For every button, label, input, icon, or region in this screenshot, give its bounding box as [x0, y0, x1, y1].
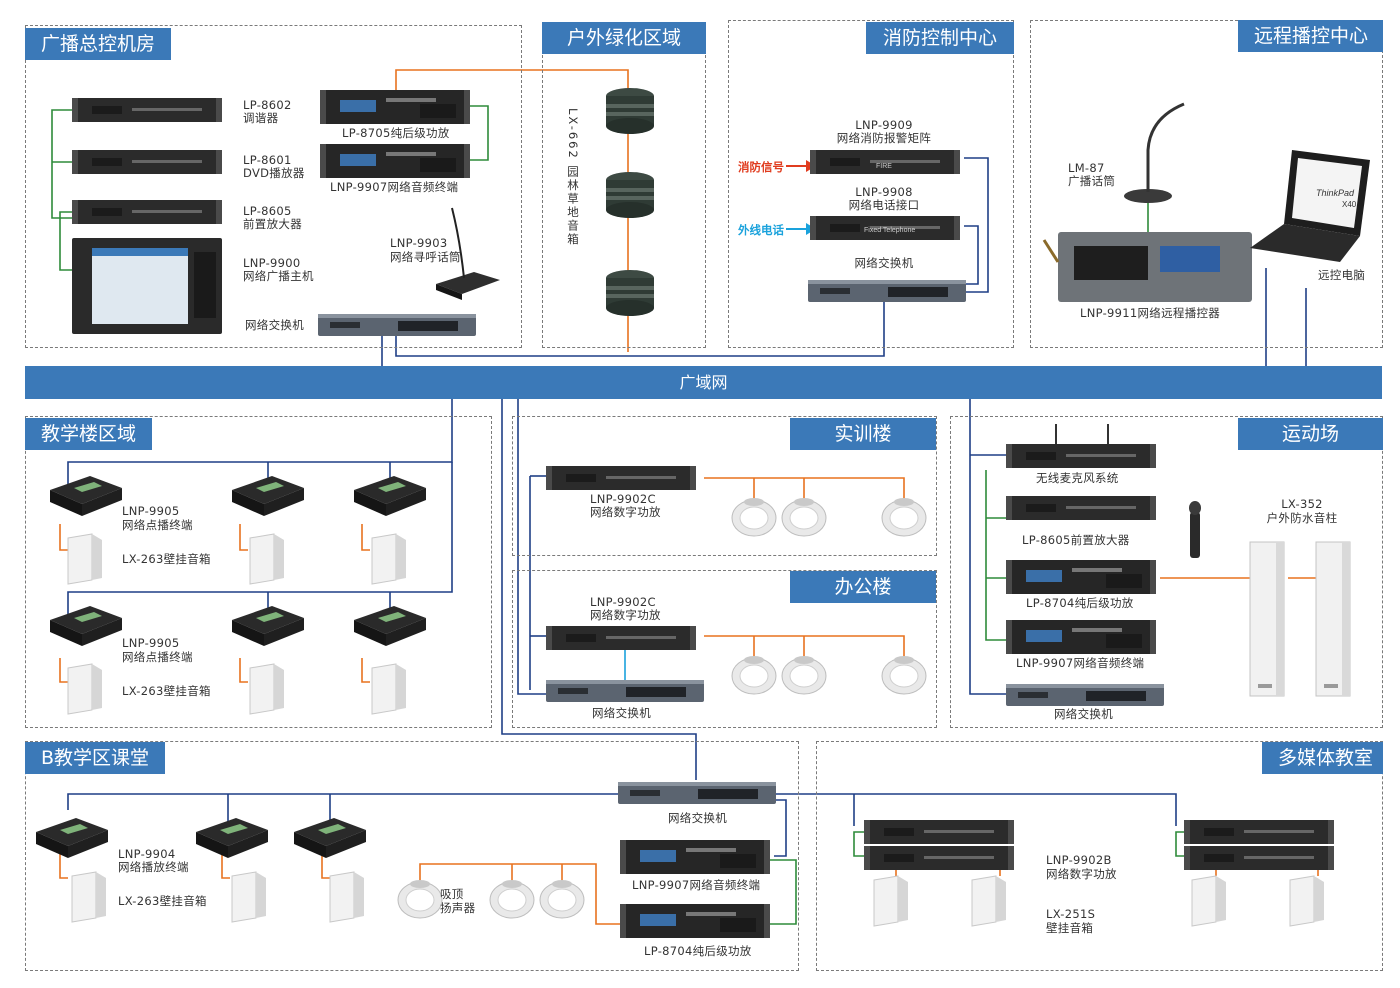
label-lnp9907-classroom-b: LNP-9907网络音频终端 [632, 878, 761, 892]
zone-title-control-room: 广播总控机房 [25, 28, 172, 60]
label-lp8605: LP-8605 [243, 204, 292, 218]
label-switch-classroom-b: 网络交换机 [668, 811, 727, 825]
label-lnp9902c-office-sub: 网络数字功放 [590, 608, 661, 622]
label-switch-sports: 网络交换机 [1054, 707, 1113, 721]
zone-title-teaching: 教学楼区域 [25, 418, 153, 450]
network-links [67, 268, 1307, 857]
zone-title-sports: 运动场 [1238, 418, 1383, 450]
label-lnp9903: LNP-9903 [390, 236, 448, 250]
label-lnp9909: LNP-9909 [855, 118, 913, 132]
label-lnp9902c-training: LNP-9902C [590, 492, 656, 506]
zone-title-fire: 消防控制中心 [866, 22, 1014, 54]
label-lnp9905-b-sub: 网络点播终端 [122, 650, 193, 664]
label-lm87-sub: 广播话筒 [1068, 174, 1116, 188]
zone-classroom-b [25, 741, 799, 971]
label-lp8705: LP-8705纯后级功放 [342, 126, 450, 140]
zone-fire [728, 20, 1014, 348]
label-lnp9905-b: LNP-9905 [122, 636, 180, 650]
label-lp8704-sports: LP-8704纯后级功放 [1026, 596, 1134, 610]
label-fire-signal: 消防信号 [738, 160, 784, 174]
label-lx263-b-classroom: LX-263壁挂音箱 [118, 894, 207, 908]
zone-control-room [25, 25, 522, 348]
zone-title-remote: 远程播控中心 [1238, 20, 1383, 52]
label-lnp9908: LNP-9908 [855, 185, 913, 199]
label-lx662: LX-662 园林草地音箱 [566, 108, 580, 247]
phone-panel-text: Fixed Telephone [864, 227, 915, 234]
label-lnp9903-sub: 网络寻呼话筒 [390, 250, 461, 264]
label-lnp9902b: LNP-9902B [1046, 853, 1112, 867]
label-switch-fire: 网络交换机 [854, 256, 914, 270]
label-lnp9900: LNP-9900 [243, 256, 301, 270]
desk-mic-device-lm87 [1124, 102, 1185, 203]
wireless-mic-device [1006, 424, 1156, 468]
label-lp8601-sub: DVD播放器 [243, 166, 305, 180]
laptop-model-text: X40 [1342, 200, 1357, 209]
label-lnp9905-a: LNP-9905 [122, 504, 180, 518]
zone-title-training: 实训楼 [790, 418, 936, 450]
zone-office [512, 570, 937, 728]
label-wireless-mic: 无线麦克风系统 [1036, 471, 1119, 485]
zone-remote [1030, 20, 1383, 348]
label-switch-office: 网络交换机 [592, 706, 651, 720]
label-remote-pc: 远控电脑 [1318, 268, 1366, 282]
label-lnp9908-sub: 网络电话接口 [848, 198, 920, 212]
zone-teaching [25, 416, 492, 728]
label-ceiling-speaker-sub: 扬声器 [440, 901, 476, 915]
label-lnp9911: LNP-9911网络远程播控器 [1080, 306, 1221, 320]
zone-title-outdoor: 户外绿化区域 [542, 22, 706, 54]
label-lnp9904-sub: 网络播放终端 [118, 860, 189, 874]
label-lnp9902c-training-sub: 网络数字功放 [590, 505, 661, 519]
wan-bar: 广域网 [25, 366, 1382, 399]
zone-sports [950, 416, 1383, 728]
label-lx251s-sub: 壁挂音箱 [1046, 921, 1094, 935]
label-lp8704-classroom-b: LP-8704纯后级功放 [644, 944, 752, 958]
label-lnp9905-a-sub: 网络点播终端 [122, 518, 193, 532]
label-lnp9907: LNP-9907网络音频终端 [330, 180, 459, 194]
label-ceiling-speaker: 吸顶 [440, 887, 464, 901]
label-lx352-sub: 户外防水音柱 [1266, 511, 1338, 525]
label-lp8602-sub: 调谐器 [243, 111, 279, 125]
zone-title-multimedia: 多媒体教室 [1262, 742, 1383, 774]
laptop-brand-text: ThinkPad [1316, 188, 1355, 198]
label-lnp9902b-sub: 网络数字功放 [1046, 867, 1117, 881]
label-external-phone: 外线电话 [738, 223, 784, 237]
label-lnp9907-sports: LNP-9907网络音频终端 [1016, 656, 1145, 670]
label-lnp9900-sub: 网络广播主机 [243, 269, 314, 283]
broadcast-host-device-lnp9900 [72, 238, 222, 334]
fire-links [964, 157, 989, 293]
label-lnp9909-sub: 网络消防报警矩阵 [836, 131, 932, 145]
label-lm87: LM-87 [1068, 161, 1105, 175]
zone-title-office: 办公楼 [790, 571, 936, 603]
label-lp8605-pre: LP-8605前置放大器 [1022, 533, 1130, 547]
zone-multimedia [816, 741, 1383, 971]
remote-laptop [1250, 150, 1370, 262]
handheld-mic [1189, 501, 1201, 558]
label-lx352: LX-352 [1281, 497, 1323, 511]
label-lp8601: LP-8601 [243, 153, 292, 167]
paging-mic-device-lnp9903 [436, 207, 500, 300]
zone-title-classroom-b: B教学区课堂 [25, 742, 166, 774]
label-lnp9904: LNP-9904 [118, 847, 176, 861]
audio-links [59, 69, 1319, 925]
label-switch-control-room: 网络交换机 [245, 318, 304, 332]
label-lp8602: LP-8602 [243, 98, 292, 112]
label-lnp9902c-office: LNP-9902C [590, 595, 656, 609]
label-lx263-b: LX-263壁挂音箱 [122, 684, 211, 698]
label-lx263-a: LX-263壁挂音箱 [122, 552, 211, 566]
label-lp8605-sub: 前置放大器 [243, 217, 302, 231]
remote-controller-device-lnp9911 [1042, 232, 1252, 302]
label-lx251s: LX-251S [1046, 907, 1096, 921]
fire-panel-text: FIRE [876, 163, 892, 170]
zone-training [512, 416, 937, 556]
